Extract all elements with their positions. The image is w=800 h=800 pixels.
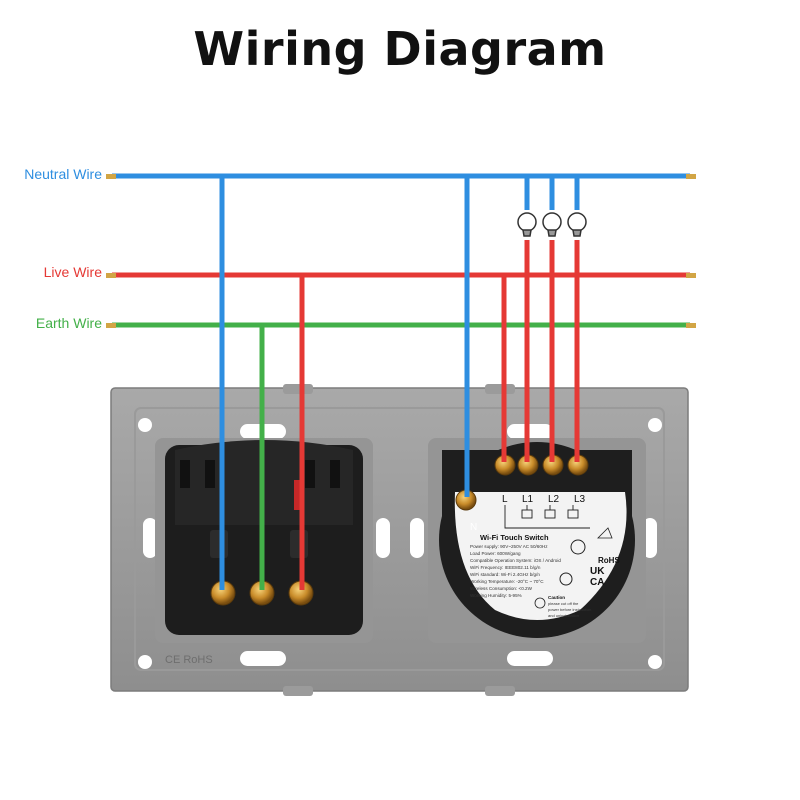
bus-wires	[112, 173, 690, 328]
spec-line: WiFi standard: Wi-Fi 2.4GHz b/g/n	[470, 572, 540, 577]
page-title: Wiring Diagram	[193, 22, 607, 76]
label-l2: L2	[548, 494, 560, 505]
caution-icon	[534, 597, 546, 609]
label-l1: L1	[522, 494, 534, 505]
live-wire-label: Live Wire	[43, 264, 102, 280]
switch-drop-wires	[464, 176, 580, 497]
neutral-wire-label: Neutral Wire	[24, 166, 102, 182]
wifi-icon	[597, 527, 613, 539]
screw-hole-icon	[138, 655, 152, 669]
label-l3: L3	[574, 494, 586, 505]
product-name: Wi-Fi Touch Switch	[480, 533, 549, 542]
label-n: N	[470, 522, 477, 533]
spec-line: Wireless Consumption: <0.2W	[470, 586, 533, 591]
spec-line: Working Humidity: 5-95%	[470, 593, 522, 598]
caution-line: and uninstallation	[548, 613, 579, 618]
light-bulb-icon	[517, 212, 537, 237]
rohs-mark: RoHS	[598, 556, 620, 565]
screw-hole-icon	[648, 418, 662, 432]
spec-line: WiFi Frequency: IEEE802.11 b/g/n	[470, 565, 541, 570]
screw-hole-icon	[138, 418, 152, 432]
cert-mark-icon	[559, 572, 573, 586]
caution-line: please cut off the	[548, 601, 579, 606]
light-bulb-icon	[567, 212, 587, 237]
caution-line: power before installation	[548, 607, 591, 612]
earth-wire-label: Earth Wire	[35, 315, 102, 331]
screw-hole-icon	[648, 655, 662, 669]
recycle-icon	[570, 539, 586, 555]
switch-module: N L L1 L2 L3 Wi-Fi Touch Switch Power su…	[428, 438, 646, 643]
spec-line: Load Power: 600W/gang	[470, 551, 521, 556]
switch-schematic-icon	[504, 505, 590, 529]
lamps	[517, 212, 587, 237]
spec-line: Working Temperature: -20°C ~ 70°C	[470, 579, 544, 584]
ukca-mark: CA	[590, 577, 604, 588]
ukca-mark: UK	[590, 566, 605, 577]
light-bulb-icon	[542, 212, 562, 237]
caution-title: Caution	[548, 595, 565, 600]
spec-line: Compatible Operation System: iOS / Andro…	[470, 558, 561, 563]
socket-drop-wires	[219, 176, 305, 590]
wire-tips	[106, 174, 696, 328]
label-l: L	[502, 494, 508, 505]
spec-line: Power supply: 90V~250V AC 50/60Hz	[470, 544, 548, 549]
plate-marks: CE RoHS	[165, 654, 213, 666]
